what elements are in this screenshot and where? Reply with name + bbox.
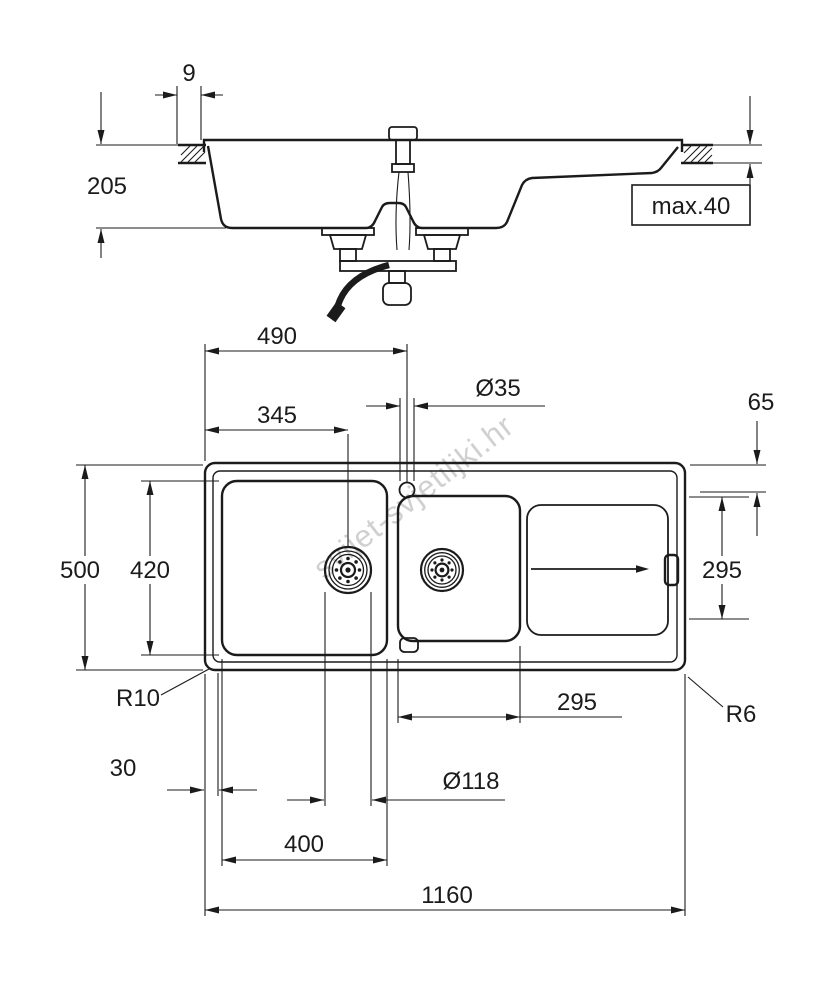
dim-rim-width: 30 (110, 673, 257, 796)
inner-radius-label: R10 (116, 685, 160, 712)
rim-width-label: 30 (110, 755, 137, 782)
overall-width-label: 1160 (421, 882, 473, 909)
max-counter-label: max.40 (652, 193, 731, 220)
plan-dimensions: 490 Ø35 65 345 500 (56, 323, 774, 916)
dim-right-edge-offset: 65 (690, 389, 774, 536)
drain-dia-label: Ø118 (443, 768, 500, 795)
right-strainer (419, 547, 465, 593)
dim-max-counter: max.40 (631, 96, 762, 226)
drain-assembly-section (321, 227, 469, 323)
faucet-hole-dia-label: Ø35 (475, 375, 520, 402)
dim-rim-height: 9 (155, 60, 223, 144)
dim-faucet-hole-dia: Ø35 (366, 375, 545, 481)
countertop-cut (178, 143, 713, 165)
dim-bowl-depth: 205 (87, 92, 226, 258)
plan-view (203, 461, 687, 672)
dim-drain-offset: 345 (205, 402, 349, 547)
rim-height-label: 9 (182, 60, 195, 87)
edge-fitting (663, 553, 680, 587)
overall-depth-label: 500 (60, 557, 100, 584)
sink-section-profile (202, 138, 684, 230)
right-bowl-width-label: 295 (557, 689, 597, 716)
dim-drainboard-length: 295 (689, 496, 749, 620)
sink-rim-inner (212, 470, 678, 663)
sink-outer-edge (203, 461, 687, 672)
left-bowl-length-label: 420 (130, 557, 170, 584)
right-bowl (396, 494, 522, 643)
left-strainer (323, 545, 373, 595)
drain-offset-label: 345 (257, 402, 297, 429)
right-edge-offset-label: 65 (748, 389, 775, 416)
accessory-hole (399, 637, 419, 653)
drainboard-groove-tip (636, 565, 649, 573)
dim-overall-width: 1160 (204, 674, 686, 916)
dim-faucet-offset: 490 (204, 323, 408, 482)
max-counter-box (631, 184, 751, 226)
left-bowl-width-label: 400 (284, 831, 324, 858)
faucet-hole (398, 481, 416, 499)
radius-label-inner: R10 (116, 668, 210, 712)
faucet-section (388, 126, 418, 251)
drainboard (526, 504, 669, 636)
section-view: 9 205 max.40 (87, 60, 762, 323)
drainboard-length-label: 295 (702, 557, 742, 584)
dim-right-bowl-width: 295 (397, 646, 622, 723)
left-bowl (220, 479, 389, 657)
radius-label-outer: R6 (687, 676, 757, 728)
outer-radius-label: R6 (726, 701, 757, 728)
bowl-depth-label: 205 (87, 173, 127, 200)
dim-left-bowl-width: 400 (221, 659, 388, 866)
dim-left-bowl-length: 420 (126, 480, 219, 656)
dim-overall-depth: 500 (56, 464, 203, 671)
dim-drain-dia: Ø118 (287, 592, 505, 806)
faucet-offset-label: 490 (257, 323, 297, 350)
